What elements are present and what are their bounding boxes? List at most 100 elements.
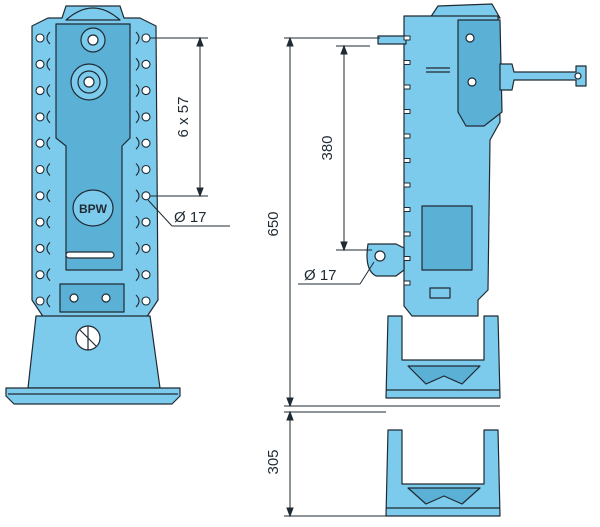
dim-arrow-380-bottom	[340, 241, 348, 252]
side-hole-4	[403, 109, 411, 114]
side-pin-bracket	[366, 243, 405, 277]
side-foot-v-cut	[407, 487, 481, 505]
front-hole-notch-left-9	[46, 242, 51, 255]
side-hole-8	[403, 207, 411, 212]
dim-arrow-650-bottom	[286, 397, 294, 408]
side-hole-7	[403, 182, 411, 188]
label-pin-height: 380	[319, 135, 336, 160]
leader-pin-diameter	[359, 261, 375, 285]
front-hole-left-5	[35, 138, 45, 148]
front-hole-notch-left-1	[46, 31, 51, 45]
front-hole-left-9	[35, 243, 45, 253]
front-hole-notch-right-9	[135, 242, 140, 255]
label-hole-diameter: Ø 17	[174, 209, 207, 226]
front-large-gear-ring	[77, 70, 101, 94]
front-hole-notch-right-11	[135, 294, 140, 308]
front-crank-handle	[79, 326, 97, 350]
front-hole-notch-right-3	[135, 84, 140, 97]
front-logo-text: BPW	[79, 202, 108, 216]
front-lower-block	[59, 283, 125, 313]
side-left-shaft	[377, 35, 407, 45]
side-base-cradle	[385, 315, 501, 399]
front-base-plate	[27, 315, 161, 389]
front-logo-badge	[72, 189, 114, 227]
side-cradle-v-cut	[407, 365, 481, 385]
front-hole-notch-left-5	[46, 136, 51, 150]
label-pin-diameter: Ø 17	[304, 267, 337, 284]
dim-arrow-bottom	[196, 187, 204, 198]
front-hole-notch-right-1	[135, 31, 140, 45]
label-foot-height: 305	[265, 449, 282, 474]
front-hole-notch-right-6	[135, 163, 140, 176]
front-small-gear-hub	[87, 34, 99, 46]
front-hole-left-1	[35, 33, 45, 43]
side-bolt-1	[465, 33, 475, 43]
front-hole-right-9	[141, 243, 151, 253]
front-hole-left-11	[35, 296, 45, 306]
side-hole-2	[403, 60, 411, 65]
dim-arrow-305-bottom	[286, 507, 294, 518]
front-hole-right-4	[141, 112, 151, 122]
front-hole-notch-left-11	[46, 294, 51, 308]
front-hole-notch-left-7	[46, 189, 51, 203]
front-hole-left-6	[35, 164, 45, 175]
front-hole-left-4	[35, 112, 45, 122]
front-gear-housing	[55, 23, 131, 271]
front-foot	[5, 387, 181, 405]
side-window	[421, 205, 473, 271]
front-mounting-holes	[35, 31, 151, 308]
dim-arrow-top	[196, 36, 204, 47]
front-hole-notch-left-2	[46, 57, 51, 71]
side-hole-3	[403, 84, 411, 90]
front-hole-notch-left-3	[46, 84, 51, 97]
front-hole-right-5	[141, 138, 151, 148]
side-bolt-2	[467, 77, 477, 87]
front-hole-notch-right-10	[135, 268, 140, 282]
dim-arrow-380-top	[340, 44, 348, 55]
dim-arrow-650-top	[286, 36, 294, 47]
front-hole-notch-right-5	[135, 136, 140, 150]
front-top-cap	[65, 7, 121, 21]
front-hole-notch-left-8	[46, 215, 51, 229]
front-hole-right-7	[141, 191, 151, 201]
front-hole-right-1	[141, 33, 151, 43]
front-view: BPW	[5, 5, 181, 405]
leader-hole-diameter	[147, 199, 173, 227]
front-hole-notch-right-2	[135, 57, 140, 71]
front-hole-right-11	[141, 296, 151, 306]
front-hole-left-8	[35, 217, 45, 227]
front-hole-left-10	[35, 270, 45, 280]
front-dimensions	[147, 36, 230, 227]
side-hole-11	[403, 280, 411, 286]
label-hole-spacing: 6 x 57	[175, 97, 192, 138]
side-pin-hole	[374, 250, 386, 262]
front-hole-notch-right-4	[135, 110, 140, 124]
front-hole-notch-right-7	[135, 189, 140, 203]
front-hole-notch-right-8	[135, 215, 140, 229]
side-view	[366, 3, 587, 517]
front-hole-right-6	[141, 164, 151, 175]
dim-arrow-305-top	[286, 410, 294, 421]
front-hole-left-7	[35, 191, 45, 201]
front-hole-right-2	[141, 59, 151, 69]
front-hole-right-3	[141, 86, 151, 96]
front-large-gear-hub	[83, 76, 95, 88]
side-foot	[385, 429, 501, 517]
front-hole-right-8	[141, 217, 151, 227]
side-latch	[429, 287, 451, 299]
front-hole-left-3	[35, 86, 45, 96]
front-hole-notch-left-4	[46, 110, 51, 124]
side-gear-housing	[457, 19, 503, 127]
front-hole-notch-left-6	[46, 163, 51, 176]
front-hole-notch-left-10	[46, 268, 51, 282]
side-hole-6	[403, 158, 411, 163]
side-hole-1	[403, 35, 411, 41]
front-hole-left-2	[35, 59, 45, 69]
side-crank-shaft	[499, 63, 587, 91]
side-hole-5	[403, 133, 411, 139]
side-hole-10	[403, 256, 411, 261]
side-mounting-holes	[403, 35, 411, 286]
side-crank-hole	[574, 72, 582, 80]
